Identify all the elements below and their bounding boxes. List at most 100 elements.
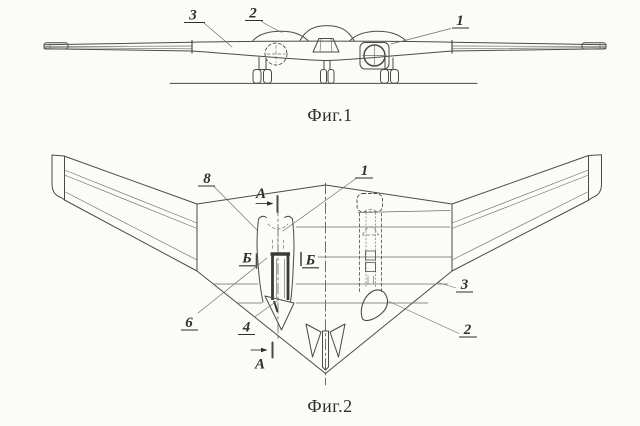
- duct-inner-lines: [276, 258, 285, 299]
- canopy-panels: [319, 38, 333, 53]
- fig2-nose-edges: [196, 184, 453, 205]
- fig1-landing-gear-center: [320, 60, 335, 84]
- fig1-landing-gear-right: [380, 57, 399, 84]
- fig2-callout-8: 8: [198, 171, 259, 232]
- marker-frame: [359, 42, 390, 70]
- leader-line: [260, 20, 283, 33]
- wheel: [263, 69, 272, 84]
- nozzle-fairing: [264, 295, 295, 331]
- fig2-section-mark-b-left: Б: [239, 251, 258, 269]
- wheel: [320, 69, 327, 84]
- fig2-drag-rudders: [305, 323, 346, 371]
- gear-strut: [255, 57, 271, 70]
- leader-line: [388, 301, 460, 334]
- fig2-trailing-edge-outer-left: [64, 199, 198, 272]
- section-arrow-head: [261, 347, 268, 353]
- callout-label: 3: [188, 8, 197, 24]
- fig2-trailing-edge-inner-right: [325, 270, 453, 374]
- fig2-section-mark-a-top: А: [255, 186, 279, 213]
- dashed-circle: [264, 42, 288, 66]
- fig2-right-engine-duct-hidden: [356, 193, 389, 322]
- fig2-callout-1: 1: [282, 163, 373, 232]
- section-arrow-head: [267, 201, 274, 206]
- fig1-engine-hump-left: [252, 30, 309, 41]
- fig1-wing-bottom-edge: [43, 48, 607, 61]
- section-letter: Б: [305, 253, 316, 269]
- fig2-callout-3: 3: [437, 277, 473, 293]
- dashed-cross: [266, 45, 286, 63]
- fig2-station-lines: [213, 210, 453, 304]
- callout-label: 4: [242, 320, 251, 336]
- gear-strut: [323, 60, 331, 70]
- figure-1-caption: Фиг.1: [307, 105, 352, 125]
- fig2-wing-lines-right: [451, 169, 589, 261]
- fig2-callout-2: 2: [388, 301, 477, 338]
- hidden-duct-walls: [359, 212, 382, 294]
- fig1-callout-2: 2: [245, 6, 283, 33]
- section-letter: А: [255, 186, 266, 202]
- wingtip-outline: [51, 154, 65, 201]
- fig1-hidden-inlet-circle: [264, 42, 288, 66]
- hidden-inlet-outline: [356, 193, 383, 213]
- rudder-left: [305, 323, 322, 358]
- fig2-wing-lines-left: [64, 169, 198, 261]
- wingtip-outline: [588, 154, 602, 201]
- figure-2-plan-view: А А Б Б 8 1: [51, 154, 602, 416]
- fig1-landing-gear-left: [252, 57, 272, 84]
- fig2-trailing-edge-inner-left: [196, 270, 326, 374]
- fig1-wingtip-right: [581, 42, 607, 50]
- fig2-leading-edge-right: [451, 155, 589, 205]
- callout-label: 2: [248, 6, 257, 22]
- figure-2-caption: Фиг.2: [307, 396, 352, 416]
- fig1-fuselage-hump: [299, 25, 355, 41]
- leader-line: [282, 178, 357, 232]
- callout-label: 3: [460, 277, 469, 293]
- hidden-inlet-arc: [363, 208, 378, 213]
- wheel: [327, 69, 335, 84]
- fig2-leading-edge-left: [63, 155, 198, 205]
- callout-label: 8: [203, 171, 211, 187]
- hidden-engine-box: [365, 262, 376, 272]
- callout-label: 6: [185, 315, 193, 331]
- fig2-callout-4: 4: [238, 299, 280, 336]
- fig1-callout-3: 3: [184, 8, 233, 48]
- duct-wall-right: [290, 218, 295, 303]
- leader-line: [203, 22, 233, 48]
- fig1-wing-kink-ticks: [191, 39, 453, 54]
- fig2-section-mark-b-right: Б: [300, 251, 319, 269]
- leader-line: [390, 28, 452, 45]
- fig2-wingtip-left: [51, 154, 65, 201]
- wingtip-box: [581, 42, 607, 50]
- fig2-wingtip-right: [588, 154, 602, 201]
- center-pylon: [322, 330, 329, 371]
- fig1-cockpit-canopy: [312, 38, 340, 53]
- wheel: [390, 69, 399, 84]
- marker-crosshair: [362, 44, 387, 67]
- figure-1-front-view: 3 2 1 Фиг.1: [43, 6, 607, 125]
- hidden-duct-inner: [365, 212, 376, 289]
- wheel: [252, 69, 262, 84]
- rudder-right: [329, 323, 346, 358]
- duct-wall-left: [256, 218, 264, 303]
- hidden-engine-face: [362, 226, 379, 236]
- fig1-engine-hump-right: [349, 30, 407, 41]
- section-letter: А: [254, 357, 265, 373]
- leader-line: [254, 299, 280, 318]
- leader-line: [437, 282, 457, 289]
- duct-channel-walls: [271, 254, 290, 300]
- inlet-lips: [258, 215, 293, 220]
- canopy-outline: [312, 38, 340, 53]
- callout-label: 1: [361, 163, 369, 179]
- fig2-callout-6: 6: [181, 257, 268, 331]
- leader-line: [197, 257, 268, 314]
- fig1-callout-1: 1: [390, 13, 469, 45]
- leader-line: [213, 186, 259, 232]
- section-letter: Б: [241, 251, 252, 267]
- callout-label: 2: [463, 322, 472, 338]
- wheel: [380, 69, 389, 84]
- fig1-wing-mid-line: [43, 45, 607, 50]
- fig2-trailing-edge-outer-right: [451, 199, 590, 272]
- hidden-engine-box: [365, 250, 376, 261]
